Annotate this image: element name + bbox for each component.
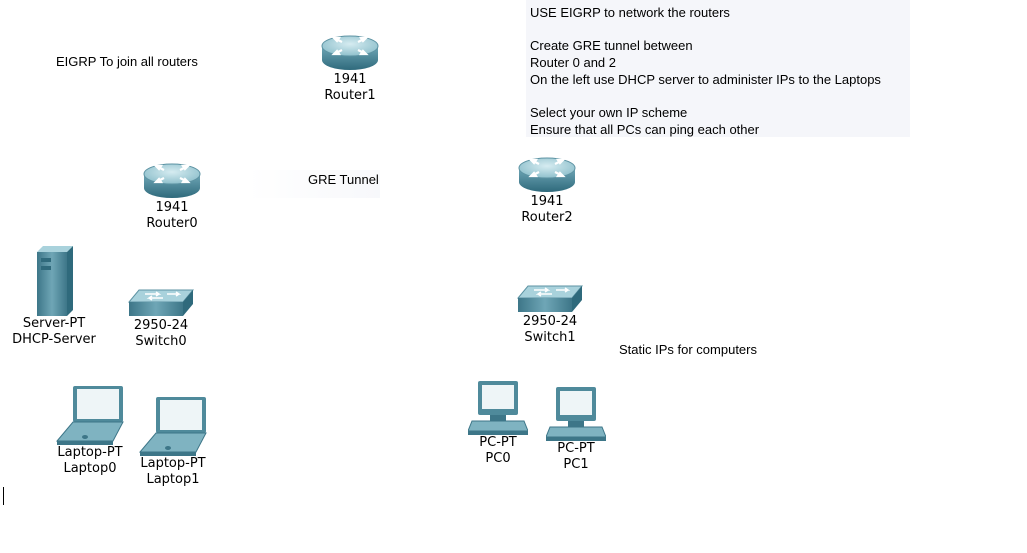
- pc-icon: [468, 381, 528, 435]
- switch-icon: [517, 285, 583, 313]
- laptop1-model: Laptop-PT: [140, 456, 206, 471]
- eigrp-note: EIGRP To join all routers: [56, 54, 198, 69]
- router0-name: Router0: [146, 216, 198, 231]
- laptop0-device[interactable]: Laptop-PT Laptop0: [50, 385, 130, 477]
- dhcp-server-device[interactable]: Server-PT DHCP-Server: [2, 246, 106, 348]
- static-ip-note: Static IPs for computers: [619, 342, 757, 357]
- router2-name: Router2: [521, 210, 573, 225]
- switch-icon: [128, 289, 194, 317]
- pc1-name: PC1: [563, 457, 589, 472]
- instruction-line: USE EIGRP to network the routers: [530, 5, 730, 20]
- instruction-line: Create GRE tunnel between: [530, 38, 693, 53]
- router0-model: 1941: [155, 200, 189, 215]
- laptop0-model: Laptop-PT: [57, 445, 123, 460]
- switch1-model: 2950-24: [522, 314, 578, 329]
- pc0-model: PC-PT: [479, 435, 517, 450]
- router-icon: [517, 156, 577, 194]
- switch0-model: 2950-24: [133, 318, 189, 333]
- laptop0-name: Laptop0: [63, 461, 117, 476]
- laptop-icon: [139, 396, 207, 456]
- server-name: DHCP-Server: [12, 332, 96, 347]
- switch0-name: Switch0: [135, 334, 187, 349]
- text-cursor: [3, 487, 4, 505]
- router2-model: 1941: [530, 194, 564, 209]
- router2-device[interactable]: 1941 Router2: [512, 154, 582, 226]
- pc1-model: PC-PT: [557, 441, 595, 456]
- laptop-icon: [56, 385, 124, 445]
- router-icon: [142, 162, 202, 200]
- pc-icon: [546, 387, 606, 441]
- server-icon: [37, 246, 73, 316]
- instruction-line: Router 0 and 2: [530, 55, 617, 70]
- instruction-line: On the left use DHCP server to administe…: [530, 72, 881, 87]
- pc1-device[interactable]: PC-PT PC1: [543, 387, 609, 473]
- instruction-line: Ensure that all PCs can ping each other: [530, 122, 760, 137]
- router1-device[interactable]: 1941 Router1: [315, 32, 385, 104]
- router1-name: Router1: [324, 88, 376, 103]
- switch1-name: Switch1: [524, 330, 576, 345]
- switch0-device[interactable]: 2950-24 Switch0: [126, 288, 196, 350]
- instruction-line: Select your own IP scheme: [530, 105, 688, 120]
- switch1-device[interactable]: 2950-24 Switch1: [515, 284, 585, 346]
- router1-model: 1941: [333, 72, 367, 87]
- pc0-device[interactable]: PC-PT PC0: [465, 381, 531, 467]
- laptop1-device[interactable]: Laptop-PT Laptop1: [133, 396, 213, 488]
- gre-tunnel-note: GRE Tunnel: [308, 172, 379, 187]
- router-icon: [320, 34, 380, 72]
- router0-device[interactable]: 1941 Router0: [137, 160, 207, 232]
- server-model: Server-PT: [22, 316, 86, 331]
- instructions-note: USE EIGRP to network the routers Create …: [526, 0, 910, 137]
- pc0-name: PC0: [485, 451, 511, 466]
- gre-tunnel-note-box: GRE Tunnel: [248, 170, 380, 198]
- laptop1-name: Laptop1: [146, 472, 200, 487]
